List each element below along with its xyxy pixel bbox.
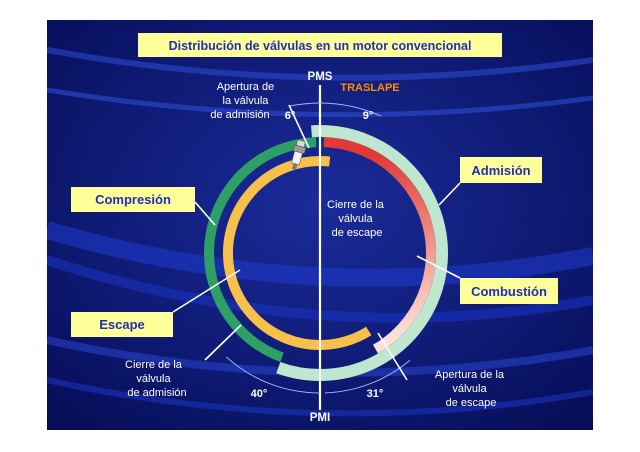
- bdc-marker: PMI: [310, 412, 330, 424]
- combustion-arc: [323, 137, 436, 354]
- compression-arc: [204, 137, 317, 363]
- exhaust-arc: [223, 156, 372, 350]
- intake-close-annotation: Cierre de la válvula de admisión: [125, 359, 187, 399]
- exhaust-open-annotation: Apertura de la válvula de escape: [435, 369, 507, 409]
- diagram-title: Distribución de válvulas en un motor con…: [169, 39, 472, 53]
- diagram-slide: Distribución de válvulas en un motor con…: [47, 20, 593, 430]
- admission-label: Admisión: [471, 163, 530, 178]
- overlap-angle-arc: [288, 102, 382, 117]
- combustion-label: Combustión: [471, 284, 547, 299]
- intake-close-angle-arc: [225, 356, 321, 394]
- label-admission: Admisión: [460, 157, 542, 183]
- spark-plug-icon: [291, 139, 307, 171]
- overlap-label: TRASLAPE: [340, 82, 399, 94]
- timing-rings: [204, 125, 449, 381]
- exhaust-close-angle: 9°: [363, 110, 374, 122]
- intake-open-annotation: Apertura de la válvula de admisión: [210, 81, 277, 121]
- exhaust-close-annotation: Cierre de la válvula de escape: [327, 199, 387, 239]
- label-combustion: Combustión: [460, 278, 558, 304]
- exhaust-label: Escape: [99, 317, 145, 332]
- exhaust-open-angle-arc: [324, 359, 411, 394]
- valve-timing-diagram: Distribución de válvulas en un motor con…: [47, 20, 593, 430]
- label-compression: Compresión: [71, 187, 195, 212]
- tdc-marker: PMS: [308, 71, 333, 83]
- intake-open-angle: 6°: [285, 110, 296, 122]
- leader-lines: [172, 104, 461, 381]
- admission-arc: [276, 125, 449, 381]
- label-exhaust: Escape: [71, 312, 173, 337]
- intake-close-angle: 40°: [251, 388, 268, 400]
- compression-label: Compresión: [95, 192, 171, 207]
- exhaust-open-angle: 31°: [367, 388, 384, 400]
- title-box: [138, 33, 502, 57]
